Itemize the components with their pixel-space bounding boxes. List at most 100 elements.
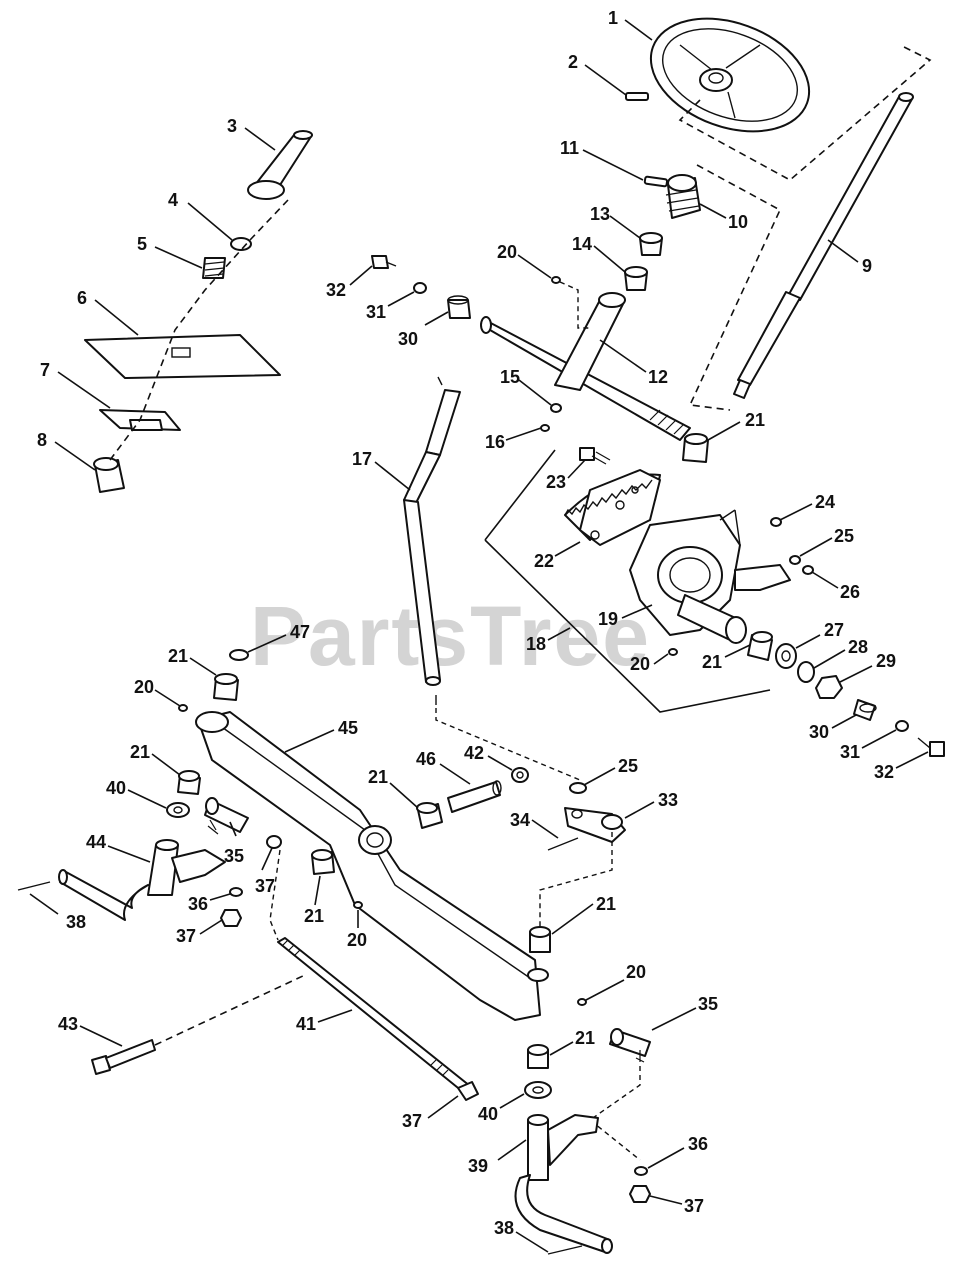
callout-35b: 35 <box>698 994 718 1014</box>
bushing-14 <box>624 266 648 291</box>
callout-18: 18 <box>526 634 546 654</box>
fitting-20-top <box>551 276 561 284</box>
spindle-44 <box>58 839 226 921</box>
spacer-30-right <box>853 699 877 721</box>
callout-37a: 37 <box>255 876 275 896</box>
callout-8: 8 <box>37 430 47 450</box>
callout-43: 43 <box>58 1014 78 1034</box>
washer-36-right <box>634 1166 648 1176</box>
cotter-34 <box>547 837 579 851</box>
fitting-20-axle <box>178 704 188 712</box>
callout-14: 14 <box>572 234 592 254</box>
nut-42 <box>511 767 529 783</box>
callout-21c: 21 <box>168 646 188 666</box>
callout-28: 28 <box>848 637 868 657</box>
bushing-21-left-axle <box>177 770 201 795</box>
cotter-16 <box>540 424 550 432</box>
fitting-20-plate <box>668 648 678 656</box>
steering-arm-33 <box>564 807 626 843</box>
nut-37-left <box>220 909 242 927</box>
nut-24 <box>770 517 782 527</box>
nut-15 <box>550 403 562 413</box>
drag-link <box>403 376 461 705</box>
callout-21b: 21 <box>702 652 722 672</box>
callout-21f: 21 <box>368 767 388 787</box>
nut-29 <box>815 675 843 699</box>
washer-40-left <box>166 802 190 818</box>
bushing-21-right-bottom <box>527 1044 549 1069</box>
callout-38a: 38 <box>66 912 86 932</box>
front-axle <box>195 711 549 1021</box>
steering-shaft <box>733 92 914 399</box>
callout-4: 4 <box>168 190 178 210</box>
nut-37-right <box>629 1185 651 1203</box>
callout-37d: 37 <box>684 1196 704 1216</box>
callout-15: 15 <box>500 367 520 387</box>
bushing-13 <box>639 232 663 256</box>
callout-7: 7 <box>40 360 50 380</box>
spindle-39 <box>514 1114 613 1254</box>
sector-gear <box>564 469 661 546</box>
callout-6: 6 <box>77 288 87 308</box>
callout-3: 3 <box>227 116 237 136</box>
roll-pin-2 <box>625 92 649 101</box>
callout-20b: 20 <box>630 654 650 674</box>
callout-42: 42 <box>464 743 484 763</box>
callout-22: 22 <box>534 551 554 571</box>
bushing-21-top-axle <box>213 673 239 701</box>
callout-37b: 37 <box>176 926 196 946</box>
bolt-43 <box>91 1039 156 1075</box>
callout-25a: 25 <box>834 526 854 546</box>
callout-21h: 21 <box>575 1028 595 1048</box>
callout-21e: 21 <box>304 906 324 926</box>
callout-26: 26 <box>840 582 860 602</box>
callout-16: 16 <box>485 432 505 452</box>
callout-5: 5 <box>137 234 147 254</box>
callout-12: 12 <box>648 367 668 387</box>
cotter-38-left <box>17 881 51 891</box>
bushing-21-right-top <box>529 926 551 953</box>
callout-17: 17 <box>352 449 372 469</box>
callout-47: 47 <box>290 622 310 642</box>
steering-wheel <box>649 17 811 133</box>
callout-20c: 20 <box>134 677 154 697</box>
callout-36b: 36 <box>688 1134 708 1154</box>
washer-27 <box>775 643 797 669</box>
callout-30b: 30 <box>809 722 829 742</box>
callout-41: 41 <box>296 1014 316 1034</box>
plate-6 <box>84 334 281 379</box>
shaft-tube-19 <box>677 594 747 644</box>
seat-knob-3 <box>247 130 313 200</box>
pin-11 <box>643 175 669 188</box>
bolt-32-right <box>917 737 945 757</box>
callout-38b: 38 <box>494 1218 514 1238</box>
callout-35a: 35 <box>224 846 244 866</box>
callouts: 1 2 3 4 5 6 7 8 9 10 11 12 13 14 15 16 1… <box>29 8 929 1253</box>
cotter-38-right <box>547 1245 583 1255</box>
callout-25b: 25 <box>618 756 638 776</box>
callout-31b: 31 <box>840 742 860 762</box>
fitting-20-right <box>577 998 587 1006</box>
steering-support <box>480 292 691 441</box>
callout-27: 27 <box>824 620 844 640</box>
bushing-21-shaft <box>682 433 709 463</box>
clip-4 <box>230 237 252 251</box>
spacer-30-top <box>447 295 471 319</box>
tie-rod-end-35-right <box>609 1028 651 1063</box>
callout-23: 23 <box>546 472 566 492</box>
callout-44: 44 <box>86 832 106 852</box>
callout-40b: 40 <box>478 1104 498 1124</box>
nut-26 <box>802 565 814 575</box>
callout-20e: 20 <box>626 962 646 982</box>
callout-39: 39 <box>468 1156 488 1176</box>
bolt-32-top <box>371 255 397 269</box>
callout-37c: 37 <box>402 1111 422 1131</box>
callout-2: 2 <box>568 52 578 72</box>
washer-28 <box>797 661 815 683</box>
washer-47 <box>229 649 249 661</box>
callout-36a: 36 <box>188 894 208 914</box>
nut-37-tierod <box>457 1081 479 1101</box>
callout-13: 13 <box>590 204 610 224</box>
callout-40a: 40 <box>106 778 126 798</box>
